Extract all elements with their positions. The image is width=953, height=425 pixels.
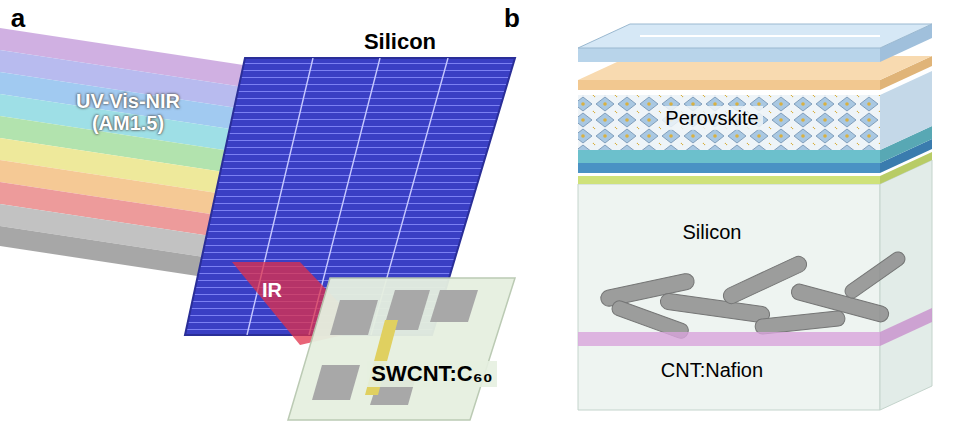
panel-letter: b [504, 4, 520, 33]
spectrum-label: UV-Vis-NIR (AM1.5) [63, 90, 193, 134]
cnt-nafion-label: CNT:Nafion [661, 359, 763, 381]
device-label: SWCNT:C₆₀ [367, 361, 496, 387]
silicon-label: Silicon [683, 221, 742, 243]
swcnt-device [288, 278, 515, 420]
silicon-label: Silicon [364, 30, 436, 54]
panel-letter: a [11, 4, 25, 33]
ir-label: IR [262, 279, 282, 301]
perovskite-label: Perovskite [661, 106, 762, 130]
tandem-stack [578, 24, 932, 410]
